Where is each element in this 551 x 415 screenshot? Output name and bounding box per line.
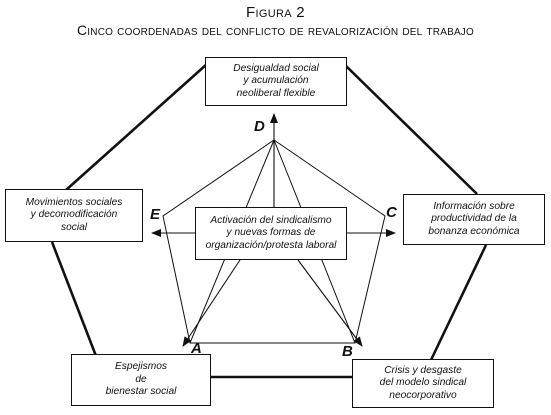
- connector-top-right: [343, 63, 478, 195]
- arrow-to-b: [297, 259, 363, 347]
- connector-right-bottom-right: [429, 244, 488, 361]
- label-a: A: [191, 340, 202, 357]
- box-movimientos-sociales: Movimientos sociales y decomodificación …: [5, 189, 143, 242]
- figure-label: Figura 2: [246, 4, 305, 21]
- inner-pentagon: [162, 139, 386, 344]
- arrow-to-a: [182, 259, 241, 347]
- box-informacion-productividad: Información sobre productividad de la bo…: [403, 194, 545, 245]
- label-d: D: [254, 118, 265, 135]
- outer-connectors: [50, 63, 488, 379]
- center-arrows: [151, 113, 396, 347]
- connector-top-left: [65, 63, 208, 191]
- box-activacion-sindicalismo: Activación del sindicalismo y nuevas for…: [195, 207, 347, 260]
- box-espejismos-bienestar: Espejismos de bienestar social: [71, 354, 211, 406]
- connector-left-bottom-left: [50, 241, 98, 357]
- label-c: C: [386, 204, 397, 221]
- label-b: B: [342, 343, 353, 360]
- label-e: E: [150, 206, 161, 223]
- figure-title: Cinco coordenadas del conflicto de reval…: [76, 22, 474, 38]
- box-crisis-desgaste: Crisis y desgaste del modelo sindical ne…: [352, 359, 494, 408]
- box-desigualdad-social: Desigualdad social y acumulación neolibe…: [205, 57, 347, 106]
